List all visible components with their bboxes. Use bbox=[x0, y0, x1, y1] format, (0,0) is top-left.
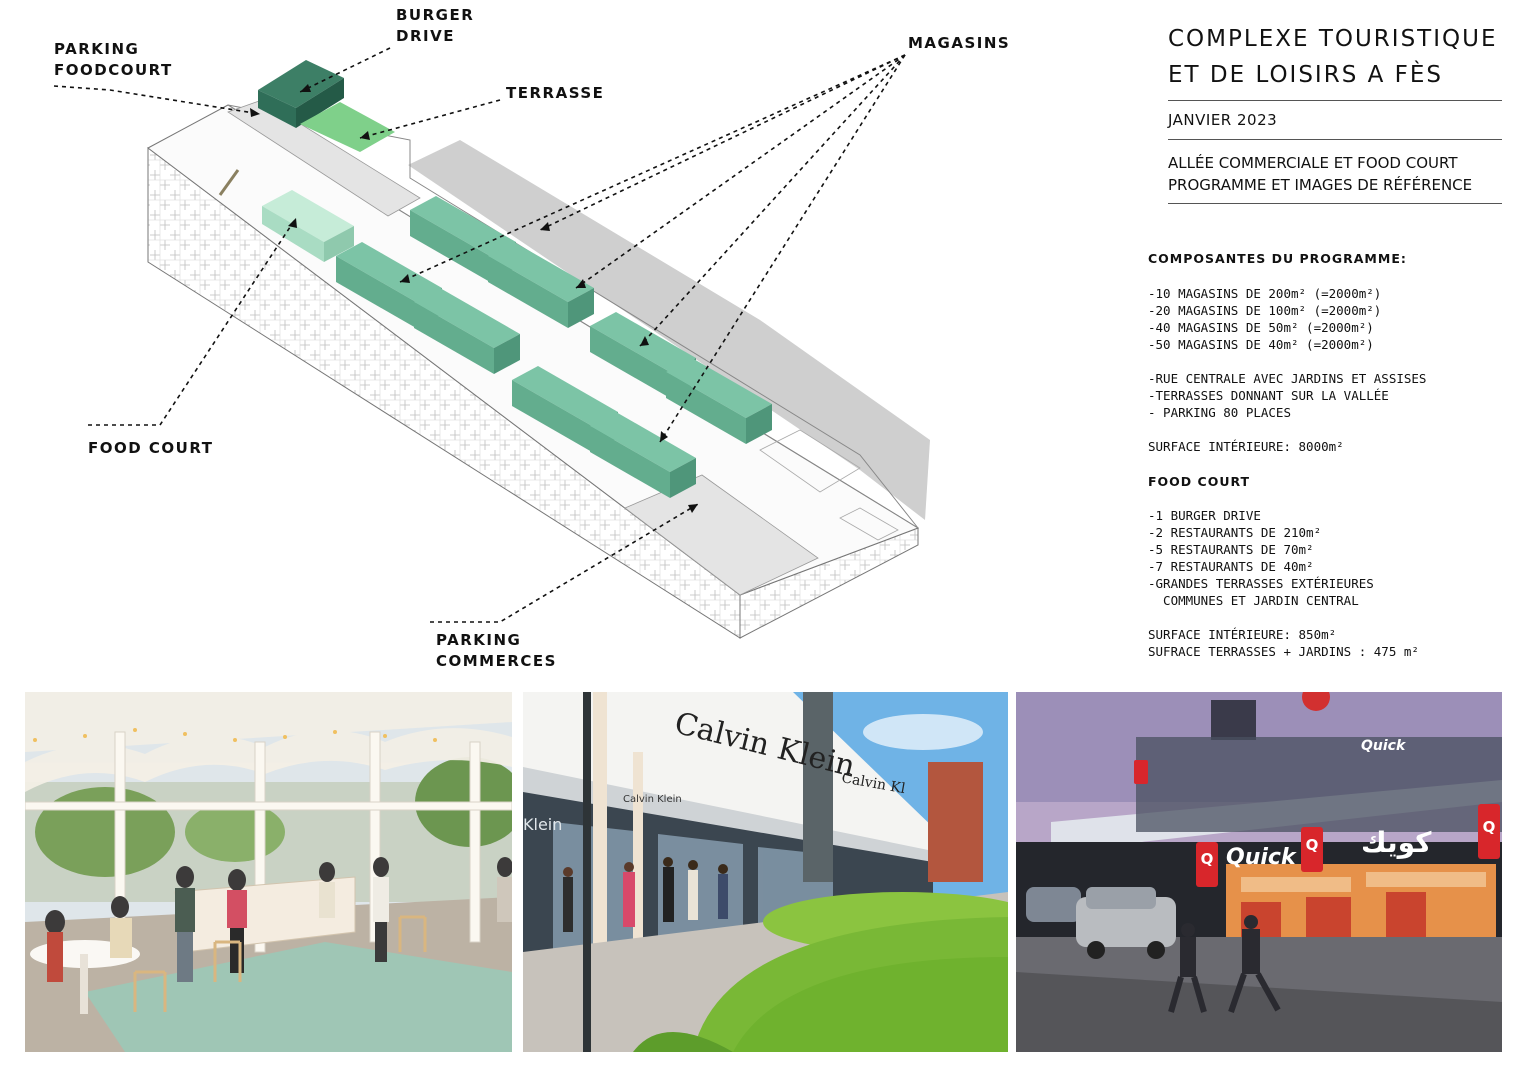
food-court-terraces: SUFRACE TERRASSES + JARDINS : 475 m² bbox=[1148, 644, 1419, 659]
label-parking-commerces: PARKING COMMERCES bbox=[436, 631, 557, 670]
arrowhead bbox=[660, 431, 668, 442]
leader-foodcourt bbox=[88, 217, 297, 426]
shop-block bbox=[488, 242, 594, 328]
food-court-heading: FOOD COURT bbox=[1148, 474, 1251, 489]
quick-sign-arabic: كويك bbox=[1361, 826, 1432, 859]
ramp-edge bbox=[218, 169, 240, 196]
food-court-surface: SURFACE INTÉRIEURE: 850m² bbox=[1148, 627, 1337, 642]
food-court-line: -1 BURGER DRIVE bbox=[1148, 508, 1261, 523]
title-line-2: ET DE LOISIRS A FÈS bbox=[1168, 62, 1444, 88]
label-parking-foodcourt: PARKING FOODCOURT bbox=[54, 40, 173, 79]
food-court-line: -5 RESTAURANTS DE 70m² bbox=[1148, 542, 1314, 557]
shop-block bbox=[590, 412, 696, 498]
ground-shadow bbox=[408, 140, 930, 520]
subtitle-line-2: PROGRAMME ET IMAGES DE RÉFÉRENCE bbox=[1168, 176, 1473, 194]
leader-magasins-4 bbox=[639, 54, 906, 347]
photo-quick-restaurant: Q Q Q Quick كويك Quick bbox=[1016, 692, 1502, 1052]
program-section: COMPOSANTES DU PROGRAMME: -10 MAGASINS D… bbox=[1148, 250, 1508, 660]
burger-drive-building bbox=[258, 60, 344, 128]
food-court-line: COMMUNES ET JARDIN CENTRAL bbox=[1148, 593, 1359, 608]
divider bbox=[1168, 139, 1502, 140]
plaza-outline-1 bbox=[759, 429, 861, 493]
arrowhead bbox=[360, 131, 370, 140]
quick-logo-box-3 bbox=[1478, 804, 1500, 859]
label-terrasse: TERRASSE bbox=[506, 84, 605, 102]
label-magasins: MAGASINS bbox=[908, 34, 1011, 52]
shop-block bbox=[414, 288, 520, 374]
program-feature-line: -TERRASSES DONNANT SUR LA VALLÉE bbox=[1148, 388, 1389, 403]
quick-q-icon: Q bbox=[1201, 850, 1214, 868]
axonometric-diagram bbox=[53, 47, 930, 639]
food-court-building bbox=[262, 190, 354, 262]
divider bbox=[1168, 100, 1502, 101]
leader-burger bbox=[299, 47, 391, 93]
photo-shopping-street: Calvin Klein Calvin Klein Klein Calvin K… bbox=[523, 692, 1008, 1052]
arrowhead bbox=[640, 336, 649, 346]
program-store-line: -10 MAGASINS DE 200m² (=2000m²) bbox=[1148, 286, 1382, 301]
terrasse-area bbox=[300, 102, 395, 152]
program-heading: COMPOSANTES DU PROGRAMME: bbox=[1148, 251, 1407, 266]
shop-block bbox=[666, 358, 772, 444]
leader-magasins-1 bbox=[539, 54, 906, 231]
food-court-line: -7 RESTAURANTS DE 40m² bbox=[1148, 559, 1314, 574]
arrowhead bbox=[300, 84, 311, 92]
label-food-court: FOOD COURT bbox=[88, 439, 214, 457]
program-store-line: -20 MAGASINS DE 100m² (=2000m²) bbox=[1148, 303, 1382, 318]
quick-sign: Quick bbox=[1226, 845, 1297, 870]
quick-logo-box-1 bbox=[1196, 842, 1218, 887]
program-surface: SURFACE INTÉRIEURE: 8000m² bbox=[1148, 439, 1344, 454]
sign-klein: Klein bbox=[523, 815, 562, 834]
quick-q-icon: Q bbox=[1483, 818, 1496, 836]
arrowhead bbox=[250, 108, 260, 117]
parking-foodcourt-area bbox=[227, 99, 421, 217]
program-feature-line: - PARKING 80 PLACES bbox=[1148, 405, 1291, 420]
subtitle-line-1: ALLÉE COMMERCIALE ET FOOD COURT bbox=[1168, 154, 1458, 172]
leader-terrasse bbox=[359, 99, 501, 139]
program-store-line: -40 MAGASINS DE 50m² (=2000m²) bbox=[1148, 320, 1374, 335]
food-court-line: -2 RESTAURANTS DE 210m² bbox=[1148, 525, 1322, 540]
sign-calvin-klein-small: Calvin Klein bbox=[623, 794, 682, 805]
arrowhead bbox=[688, 504, 698, 513]
arrowhead bbox=[576, 279, 586, 288]
divider bbox=[1168, 203, 1502, 204]
food-court-line: -GRANDES TERRASSES EXTÉRIEURES bbox=[1148, 576, 1374, 591]
quick-logo-box-2 bbox=[1301, 827, 1323, 872]
date: JANVIER 2023 bbox=[1168, 111, 1278, 129]
leader-magasins-3 bbox=[575, 54, 906, 289]
leader-parking-foodcourt bbox=[53, 85, 261, 115]
program-store-line: -50 MAGASINS DE 40m² (=2000m²) bbox=[1148, 337, 1374, 352]
shop-blocks bbox=[336, 196, 772, 498]
quick-q-icon: Q bbox=[1306, 836, 1319, 854]
arrowhead bbox=[400, 274, 410, 283]
quick-sign-top: Quick bbox=[1361, 738, 1407, 754]
arrowhead bbox=[540, 222, 550, 231]
quick-logo-box-top bbox=[1134, 760, 1148, 784]
plaza-outline-2 bbox=[839, 507, 899, 541]
arrowhead bbox=[288, 218, 297, 228]
title-line-1: COMPLEXE TOURISTIQUE bbox=[1168, 26, 1498, 52]
label-burger-drive: BURGER DRIVE bbox=[396, 6, 475, 45]
photo-food-court-terrace bbox=[25, 692, 512, 1052]
program-feature-line: -RUE CENTRALE AVEC JARDINS ET ASSISES bbox=[1148, 371, 1427, 386]
